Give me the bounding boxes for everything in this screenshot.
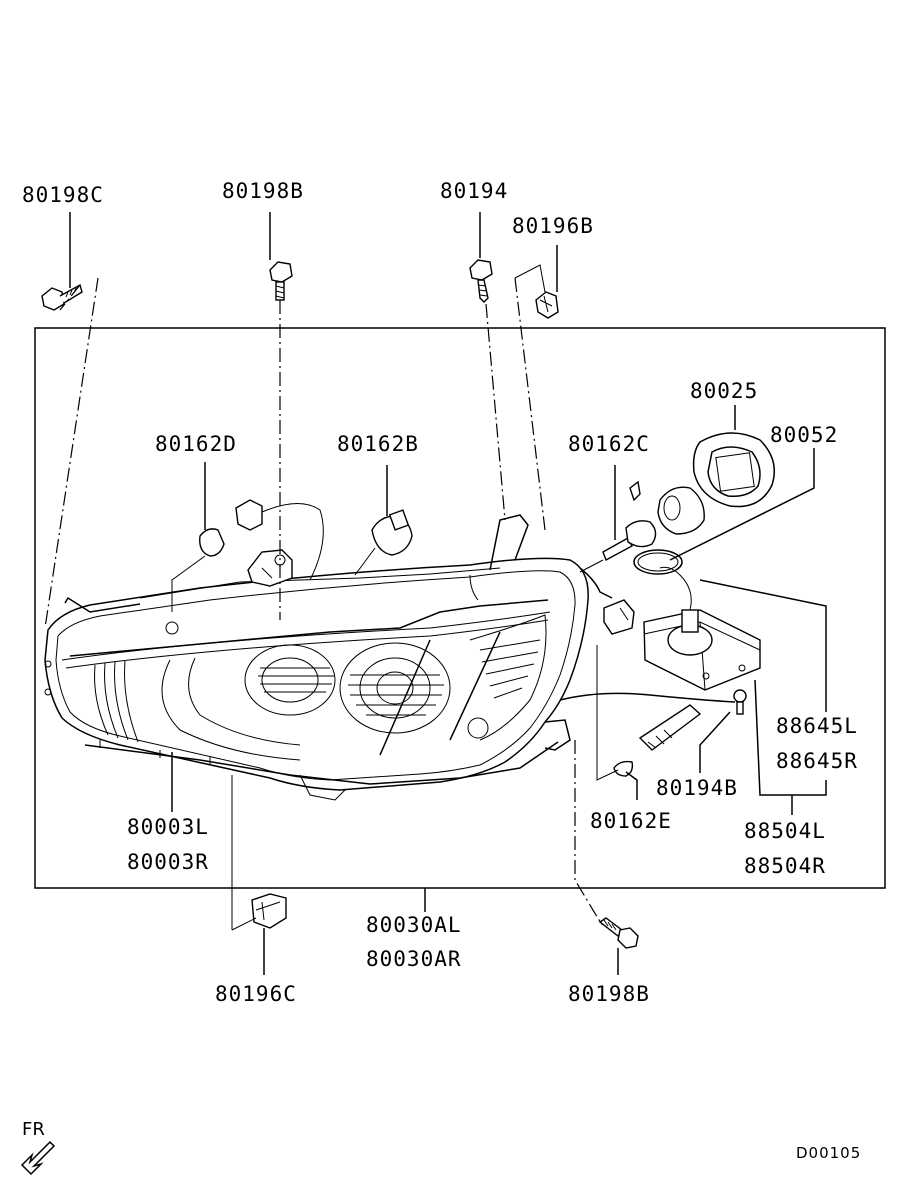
harness-plug-icon — [603, 599, 635, 635]
clip-80196b-icon — [535, 291, 559, 319]
label-80196c: 80196C — [215, 982, 297, 1006]
bolt-80194b-icon — [733, 689, 747, 715]
clip-80196c-icon — [251, 893, 287, 929]
ballast-unit-icon — [643, 566, 761, 691]
label-80194b: 80194B — [656, 776, 738, 800]
label-80030ar: 80030AR — [366, 947, 462, 971]
label-80162c: 80162C — [568, 432, 650, 456]
bulb-80162b-icon — [371, 509, 413, 556]
label-88504l: 88504L — [744, 819, 826, 843]
bolt-80198b-top-icon — [269, 261, 293, 301]
front-direction-arrow-icon — [20, 1140, 56, 1176]
label-80162e: 80162E — [590, 809, 672, 833]
label-80198c: 80198C — [22, 183, 104, 207]
label-88645r: 88645R — [776, 749, 858, 773]
label-80003l: 80003L — [127, 815, 209, 839]
hid-socket-icon — [657, 486, 705, 535]
bulb-80162c-icon — [602, 480, 657, 561]
bulb-80162e-icon — [613, 704, 702, 777]
label-80194: 80194 — [440, 179, 508, 203]
label-80198b-bottom: 80198B — [568, 982, 650, 1006]
leader-lines — [44, 212, 827, 975]
assembly-frame — [34, 327, 886, 889]
drawing-code: D00105 — [796, 1144, 861, 1162]
bolt-80194-icon — [469, 259, 493, 303]
label-80162d: 80162D — [155, 432, 237, 456]
cover-80025-icon — [692, 432, 775, 508]
seal-ring-80052-icon — [633, 549, 683, 575]
label-80025: 80025 — [690, 379, 758, 403]
label-80052: 80052 — [770, 423, 838, 447]
bolt-80198b-bottom-icon — [598, 917, 639, 949]
label-80162b: 80162B — [337, 432, 419, 456]
label-80030al: 80030AL — [366, 913, 462, 937]
direction-label: FR — [22, 1119, 45, 1140]
label-80198b-top: 80198B — [222, 179, 304, 203]
bulb-80162d-icon — [199, 499, 324, 581]
bolt-80198c-icon — [41, 283, 83, 311]
socket-connector-icon — [247, 549, 293, 587]
headlamp-assembly-drawing — [44, 514, 736, 801]
label-88645l: 88645L — [776, 714, 858, 738]
label-88504r: 88504R — [744, 854, 826, 878]
label-80003r: 80003R — [127, 850, 209, 874]
label-80196b: 80196B — [512, 214, 594, 238]
